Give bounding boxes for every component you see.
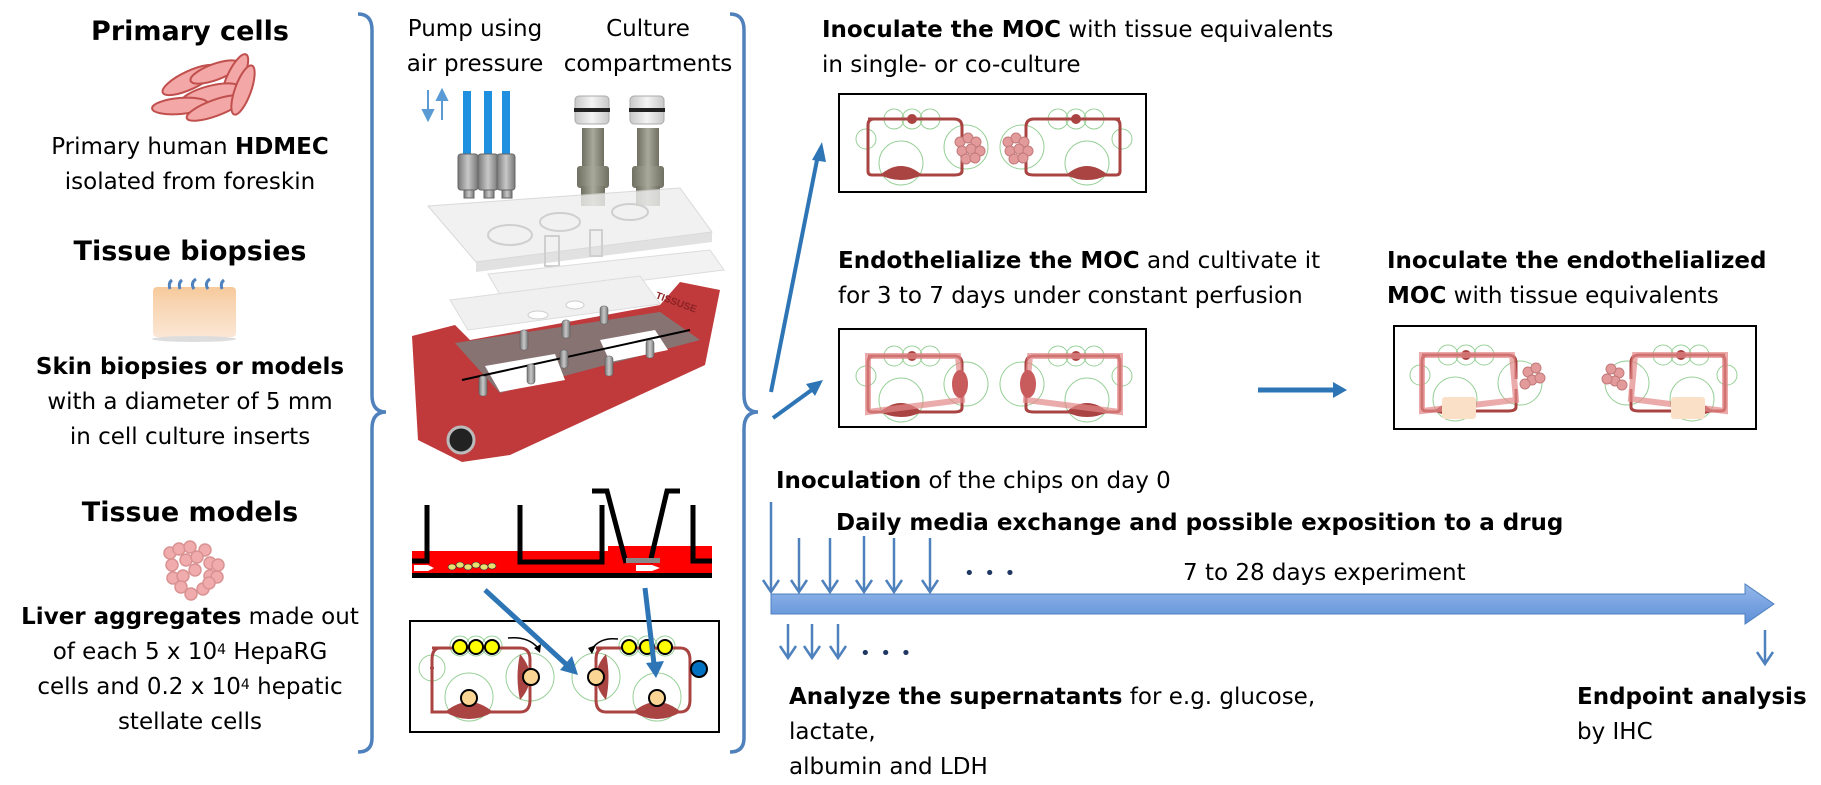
moc-endothelialize-box xyxy=(838,328,1147,428)
heparg-count-prefix: of each 5 x 10 xyxy=(52,639,218,665)
step-inoculate-endo-rest: with tissue equivalents xyxy=(1446,283,1719,309)
culture-compartment-2 xyxy=(629,95,665,206)
tissue-biopsies-description: Skin biopsies or models with a diameter … xyxy=(20,350,360,455)
hdmec-bold: HDMEC xyxy=(234,134,329,160)
analyze-rest: for e.g. glucose, lactate, xyxy=(789,684,1316,745)
culture-label-line2: compartments xyxy=(563,51,733,77)
analyze-bold: Analyze the supernatants xyxy=(789,684,1123,710)
arrow-to-inoculate xyxy=(769,154,820,393)
hdmec-origin: isolated from foreskin xyxy=(64,169,316,195)
liver-aggregates-rest: made out xyxy=(241,604,359,630)
step-inoculate-line2: in single- or co-culture xyxy=(822,52,1081,78)
inoculation-bold: Inoculation xyxy=(776,468,922,494)
arrow-to-endothelialize xyxy=(771,387,815,420)
culture-label-line1: Culture xyxy=(606,16,690,42)
step-inoculate-rest: with tissue equivalents xyxy=(1061,17,1334,43)
liver-aggregate-marker xyxy=(447,561,497,571)
pump-connectors xyxy=(457,153,516,199)
sampling-arrows xyxy=(778,624,848,661)
skin-biopsies-bold: Skin biopsies or models xyxy=(35,354,345,380)
inoculation-label: Inoculation of the chips on day 0 xyxy=(776,464,1276,499)
daily-exchange-label: Daily media exchange and possible exposi… xyxy=(836,510,1564,536)
step-inoculate-endo-bold1: Inoculate the endothelialized xyxy=(1387,248,1767,274)
step-endothelialize-rest: and cultivate it xyxy=(1139,248,1321,274)
biopsy-inserts: in cell culture inserts xyxy=(69,424,311,450)
pump-label-line2: air pressure xyxy=(406,51,544,77)
hdmec-prefix: Primary human xyxy=(51,134,235,160)
stellate-label: hepatic xyxy=(249,674,343,700)
tissue-models-description: Liver aggregates made out of each 5 x 10… xyxy=(10,600,370,740)
endpoint-bold: Endpoint analysis xyxy=(1577,684,1807,710)
air-pressure-arrows-icon xyxy=(421,87,449,123)
inoculation-rest: of the chips on day 0 xyxy=(921,468,1171,494)
endpoint-arrow xyxy=(1755,630,1775,667)
step-inoculate-endo-bold2: MOC xyxy=(1387,283,1447,309)
moc-inoculate-endo-box xyxy=(1393,325,1757,430)
right-brace xyxy=(729,12,759,754)
arrow-to-inoculate-head xyxy=(812,142,826,162)
primary-cells-heading: Primary cells xyxy=(91,16,289,47)
port-icon xyxy=(446,425,476,455)
stellate-exponent: 4 xyxy=(240,677,250,693)
device-logo: TISSUSE xyxy=(654,290,698,315)
step-inoculate-endo-text: Inoculate the endothelialized MOC with t… xyxy=(1387,244,1817,314)
endpoint-line2: by IHC xyxy=(1577,719,1653,745)
pump-tubes xyxy=(463,91,510,156)
endpoint-label: Endpoint analysis by IHC xyxy=(1577,680,1817,750)
pump-label: Pump using air pressure xyxy=(400,12,550,82)
biopsy-diameter: with a diameter of 5 mm xyxy=(47,389,333,415)
timeline-ellipsis-top: • • • xyxy=(964,563,1018,584)
stellate-count-prefix: cells and 0.2 x 10 xyxy=(37,674,241,700)
stellate-cells: stellate cells xyxy=(117,709,263,735)
moc-inoculate-box xyxy=(838,93,1147,193)
liver-aggregates-bold: Liver aggregates xyxy=(21,604,242,630)
analyze-label: Analyze the supernatants for e.g. glucos… xyxy=(789,680,1389,785)
duration-label: 7 to 28 days experiment xyxy=(1183,560,1466,586)
arrow-to-endothelialize-head xyxy=(806,380,823,396)
tissue-biopsies-heading: Tissue biopsies xyxy=(73,236,307,267)
primary-cells-description: Primary human HDMEC isolated from foresk… xyxy=(20,130,360,200)
step-inoculate-text: Inoculate the MOC with tissue equivalent… xyxy=(822,13,1342,83)
culture-label: Culture compartments xyxy=(558,12,738,82)
step-endothelialize-line2: for 3 to 7 days under constant perfusion xyxy=(838,283,1303,309)
heparg-exponent: 4 xyxy=(217,642,227,658)
step-inoculate-bold: Inoculate the MOC xyxy=(822,17,1062,43)
culture-compartment-1 xyxy=(574,95,610,206)
timeline-ellipsis-bottom: • • • xyxy=(860,643,914,664)
heparg-label: HepaRG xyxy=(226,639,328,665)
arrow-to-inoculate-endo-head xyxy=(1333,382,1347,398)
red-chip-holder xyxy=(412,282,720,462)
chip-layout-box xyxy=(409,620,720,733)
pump-label-line1: Pump using xyxy=(407,16,543,42)
step-endothelialize-text: Endothelialize the MOC and cultivate it … xyxy=(838,244,1358,314)
analyze-line2: albumin and LDH xyxy=(789,754,988,780)
tissue-models-heading: Tissue models xyxy=(81,497,299,528)
step-endothelialize-bold: Endothelialize the MOC xyxy=(838,248,1140,274)
